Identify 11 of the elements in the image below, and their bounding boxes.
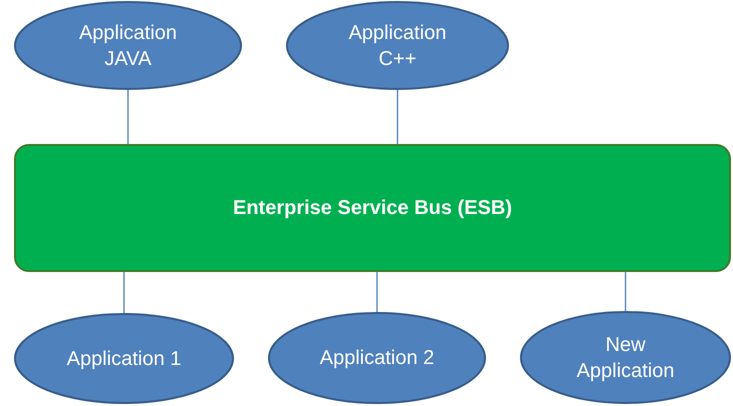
node-label: Application 2	[320, 346, 434, 371]
connector-line	[396, 90, 398, 144]
bus-label: Enterprise Service Bus (ESB)	[233, 196, 512, 221]
connector-line	[624, 272, 626, 311]
node-label: New Application	[576, 332, 676, 384]
connector-line	[127, 90, 129, 144]
node-label: Application 1	[66, 346, 182, 372]
node-label: Application JAVA	[78, 20, 178, 72]
connector-line	[123, 272, 125, 313]
node-label: Application C++	[348, 20, 448, 72]
connector-line	[376, 272, 378, 312]
